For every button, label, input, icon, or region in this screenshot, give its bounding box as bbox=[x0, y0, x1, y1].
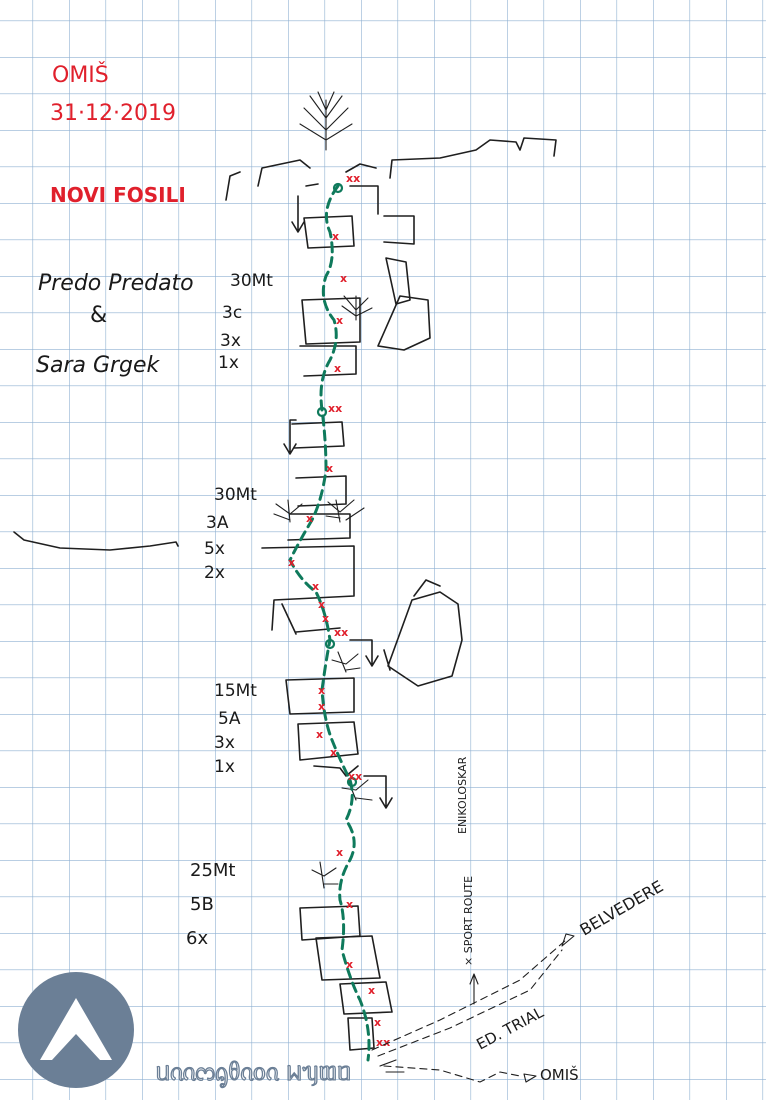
pitch-2-trad: 2x bbox=[204, 563, 225, 583]
svg-text:x: x bbox=[316, 728, 323, 741]
pitch-4-length: 25Mt bbox=[190, 860, 236, 881]
svg-text:x: x bbox=[334, 362, 341, 375]
pitch-2-info: 30Mt 3A 5x 2x bbox=[204, 485, 257, 583]
sport-route-label: × SPORT ROUTE bbox=[462, 876, 475, 966]
logo-wordmark: ᥙᦶᦂᧂᦲᦵᦞᦵ ᥕᥡᥗᥝ bbox=[156, 1057, 351, 1088]
svg-text:x: x bbox=[318, 684, 325, 697]
svg-text:xx: xx bbox=[334, 626, 348, 639]
summit-ridge bbox=[225, 137, 557, 201]
omis-exit-label: OMIŠ bbox=[540, 1065, 579, 1084]
approach-paths bbox=[371, 933, 575, 1083]
svg-text:x: x bbox=[332, 230, 339, 243]
svg-text:x: x bbox=[322, 612, 329, 625]
climbing-route-line bbox=[288, 184, 371, 1062]
author-second: Sara Grgek bbox=[36, 353, 161, 378]
date-label: 31·12·2019 bbox=[50, 101, 176, 126]
svg-text:xx: xx bbox=[348, 770, 362, 783]
svg-text:xx: xx bbox=[346, 172, 360, 185]
svg-text:x: x bbox=[346, 958, 353, 971]
pitch-4-info: 25Mt 5B 6x bbox=[186, 860, 236, 949]
cliff-face bbox=[261, 183, 463, 1051]
pitch-3-length: 15Mt bbox=[214, 681, 257, 701]
pitch-1-bolts: 3x bbox=[220, 331, 241, 351]
svg-text:x: x bbox=[312, 580, 319, 593]
author-first: Predo Predato bbox=[38, 271, 194, 296]
svg-text:x: x bbox=[368, 984, 375, 997]
svg-text:xx: xx bbox=[328, 402, 342, 415]
pitch-2-grade: 3A bbox=[206, 513, 229, 533]
pitch-1-grade: 3c bbox=[222, 303, 242, 323]
svg-text:x: x bbox=[340, 272, 347, 285]
pitch-3-grade: 5A bbox=[218, 709, 241, 729]
traverse-ledge bbox=[13, 531, 179, 551]
rappel-arrows bbox=[283, 195, 393, 809]
svg-text:x: x bbox=[336, 846, 343, 859]
enikoloskar-label: ENIKOLOSKAR bbox=[456, 756, 469, 834]
svg-text:x: x bbox=[374, 1016, 381, 1029]
pitch-3-bolts: 3x bbox=[214, 733, 235, 753]
location-title: OMIŠ bbox=[52, 62, 109, 88]
bolt-markers: xx x x x x xx x x x x x x xx x x x x xx … bbox=[288, 172, 390, 1049]
pitch-3-trad: 1x bbox=[214, 757, 235, 777]
svg-text:x: x bbox=[326, 462, 333, 475]
belay-stations bbox=[316, 182, 358, 788]
svg-text:x: x bbox=[288, 556, 295, 569]
pitch-2-length: 30Mt bbox=[214, 485, 257, 505]
author-ampersand: & bbox=[90, 303, 107, 328]
route-name: NOVI FOSILI bbox=[50, 183, 186, 207]
svg-text:x: x bbox=[330, 746, 337, 759]
svg-text:x: x bbox=[336, 314, 343, 327]
svg-text:xx: xx bbox=[376, 1036, 390, 1049]
svg-text:x: x bbox=[306, 512, 313, 525]
pitch-1-trad: 1x bbox=[218, 353, 239, 373]
summit-pine-icon bbox=[299, 91, 353, 151]
svg-text:x: x bbox=[346, 898, 353, 911]
pitch-4-grade: 5B bbox=[190, 894, 214, 915]
pitch-1-info: 30Mt 3c 3x 1x bbox=[218, 271, 273, 373]
svg-text:x: x bbox=[318, 598, 325, 611]
pitch-1-length: 30Mt bbox=[230, 271, 273, 291]
svg-text:x: x bbox=[318, 700, 325, 713]
logo: ᥙᦶᦂᧂᦲᦵᦞᦵ ᥕᥡᥗᥝ bbox=[18, 972, 352, 1089]
pitch-4-bolts: 6x bbox=[186, 928, 208, 949]
pitch-2-bolts: 5x bbox=[204, 539, 225, 559]
pitch-3-info: 15Mt 5A 3x 1x bbox=[214, 681, 257, 777]
